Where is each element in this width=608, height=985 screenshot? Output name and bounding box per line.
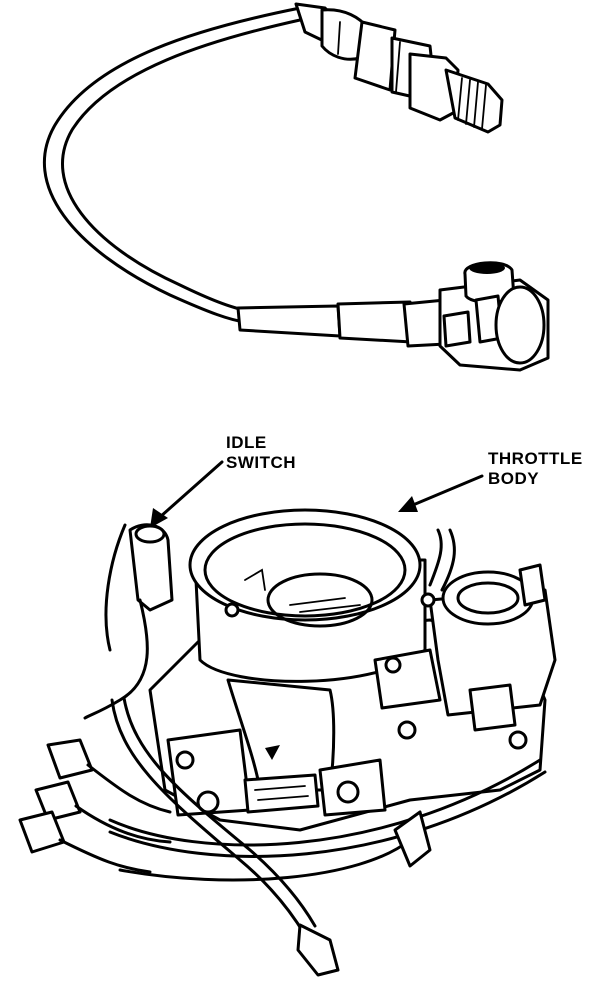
throttle-body-assembly bbox=[108, 508, 557, 882]
throttle-bore bbox=[188, 508, 422, 622]
sensor-body bbox=[294, 2, 504, 134]
oxygen-sensor-assembly bbox=[43, 2, 550, 372]
idle-switch-label-line2: SWITCH bbox=[226, 453, 297, 472]
throttle-body-label-line1: THROTTLE bbox=[488, 449, 583, 468]
sensor-cable-inner bbox=[61, 18, 302, 312]
wiring-harness bbox=[18, 696, 340, 977]
throttle-body-arrow bbox=[398, 474, 484, 512]
idle-switch-arrow bbox=[150, 460, 224, 528]
throttle-body-label: THROTTLE BODY bbox=[488, 449, 583, 489]
idle-switch-label: IDLE SWITCH bbox=[226, 433, 296, 473]
sensor-connector bbox=[438, 261, 550, 372]
sensor-cable bbox=[43, 6, 302, 324]
cable-sleeve bbox=[236, 304, 342, 338]
idle-switch bbox=[83, 523, 174, 720]
idle-switch-label-line1: IDLE bbox=[226, 433, 267, 452]
throttle-body-label-line2: BODY bbox=[488, 469, 540, 488]
